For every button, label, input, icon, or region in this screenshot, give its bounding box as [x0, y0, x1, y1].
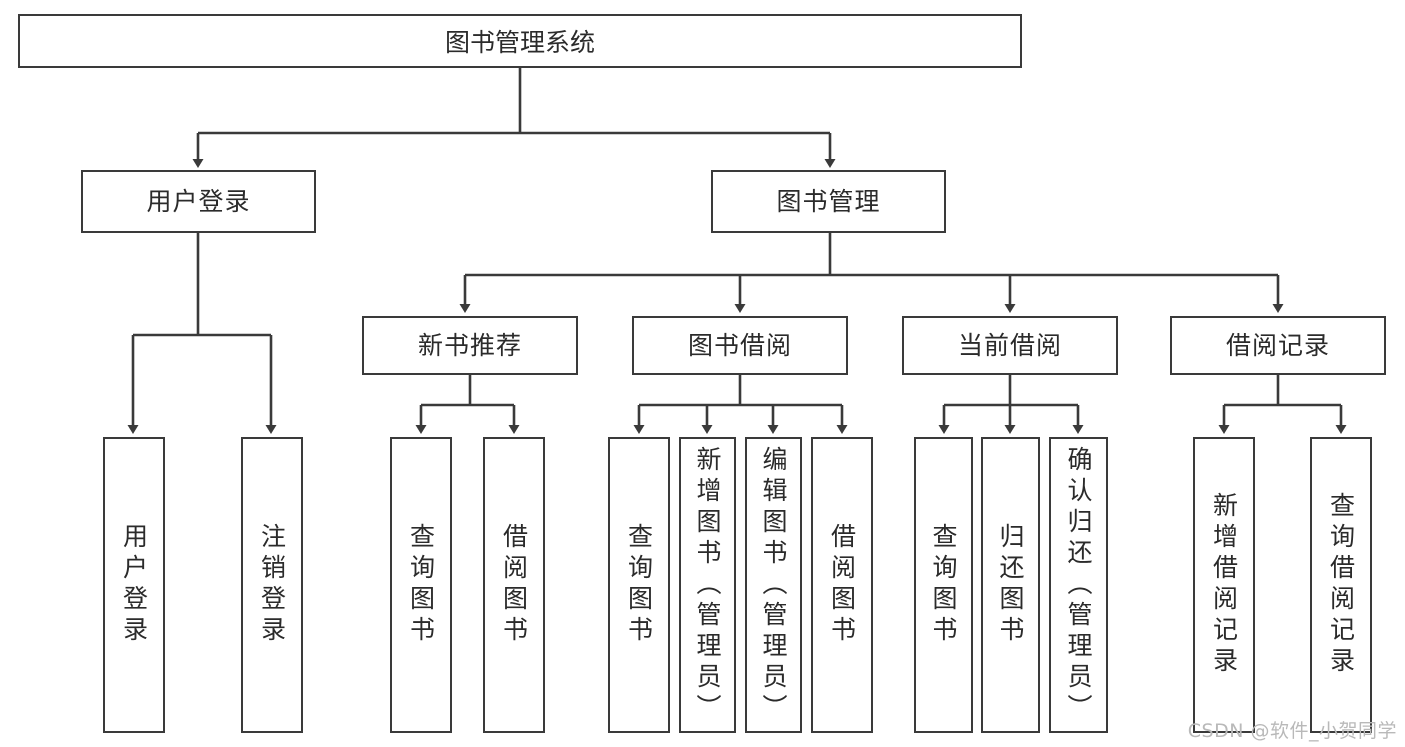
- leaf-query-book-current[interactable]: 查询图书: [914, 437, 973, 733]
- node-current-borrow[interactable]: 当前借阅: [902, 316, 1118, 375]
- node-label: 用户登录: [119, 523, 149, 647]
- node-label: 新书推荐: [417, 330, 522, 360]
- node-label: 借阅图书: [827, 523, 857, 647]
- node-label: 查询借阅记录: [1326, 492, 1356, 678]
- watermark: CSDN @软件_小贺同学: [1187, 720, 1397, 742]
- leaf-edit-book-admin[interactable]: 编辑图书（管理员）: [745, 437, 802, 733]
- node-book-borrow[interactable]: 图书借阅: [632, 316, 848, 375]
- node-label: 归还图书: [996, 523, 1025, 647]
- node-label: 注销登录: [257, 523, 287, 647]
- node-label: 图书管理: [776, 186, 881, 216]
- leaf-query-book-recommend[interactable]: 查询图书: [390, 437, 452, 733]
- leaf-logout[interactable]: 注销登录: [241, 437, 303, 733]
- node-borrow-record[interactable]: 借阅记录: [1170, 316, 1386, 375]
- node-label: 图书借阅: [687, 330, 792, 360]
- node-root-system[interactable]: 图书管理系统: [18, 14, 1022, 68]
- leaf-query-borrow-record[interactable]: 查询借阅记录: [1310, 437, 1372, 733]
- node-label: 借阅图书: [499, 523, 529, 647]
- node-label: 查询图书: [406, 523, 436, 647]
- node-label: 借阅记录: [1225, 330, 1330, 360]
- node-user-login[interactable]: 用户登录: [81, 170, 316, 233]
- node-label: 图书管理系统: [444, 28, 595, 57]
- node-label: 查询图书: [929, 523, 958, 647]
- node-label: 用户登录: [146, 186, 251, 216]
- leaf-borrow-book-recommend[interactable]: 借阅图书: [483, 437, 545, 733]
- node-new-book-recommend[interactable]: 新书推荐: [362, 316, 578, 375]
- leaf-confirm-return-admin[interactable]: 确认归还（管理员）: [1049, 437, 1108, 733]
- leaf-return-book[interactable]: 归还图书: [981, 437, 1040, 733]
- node-label: 当前借阅: [957, 330, 1062, 360]
- leaf-query-book-borrow[interactable]: 查询图书: [608, 437, 670, 733]
- node-label: 新增借阅记录: [1209, 492, 1239, 678]
- node-label: 查询图书: [624, 523, 654, 647]
- leaf-add-borrow-record[interactable]: 新增借阅记录: [1193, 437, 1255, 733]
- leaf-add-book-admin[interactable]: 新增图书（管理员）: [679, 437, 736, 733]
- leaf-user-login[interactable]: 用户登录: [103, 437, 165, 733]
- node-label: 确认归还（管理员）: [1064, 445, 1093, 725]
- node-label: 新增图书（管理员）: [693, 445, 722, 725]
- node-book-management[interactable]: 图书管理: [711, 170, 946, 233]
- leaf-borrow-book[interactable]: 借阅图书: [811, 437, 873, 733]
- node-label: 编辑图书（管理员）: [759, 445, 788, 725]
